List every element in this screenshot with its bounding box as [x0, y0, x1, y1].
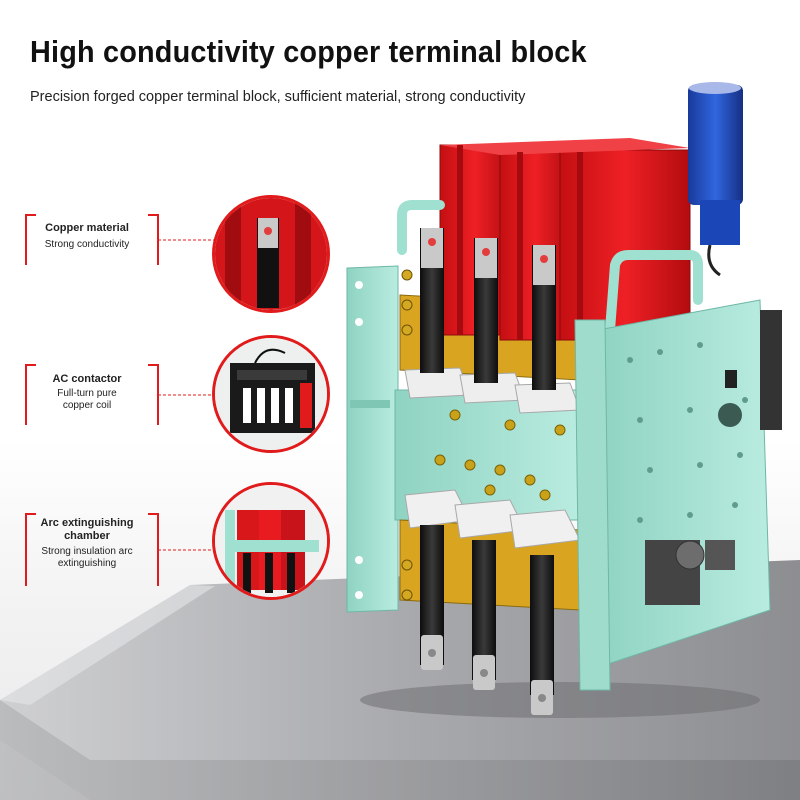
feature-bracket	[25, 513, 214, 586]
feature-title: Arc extinguishing chamber	[40, 517, 134, 542]
feature-description: Full-turn pure copper coil	[57, 388, 117, 411]
lower-copper-terminals	[420, 525, 554, 715]
feature-ac-contactor: AC contactor Full-turn pure copper coil	[22, 335, 342, 455]
breaker-shadow	[360, 682, 760, 718]
upper-copper-terminals	[420, 228, 556, 390]
circuit-breaker-illustration	[346, 82, 782, 718]
left-side-plate	[346, 265, 399, 613]
right-lift-handle	[605, 250, 703, 335]
page-subtitle: Precision forged copper terminal block, …	[30, 89, 526, 105]
left-lift-handle	[397, 200, 445, 255]
ac-contactor-detail-image	[212, 335, 330, 453]
gear-mechanism	[645, 540, 735, 605]
feature-title: Copper material	[45, 222, 129, 234]
lower-arc-chutes	[404, 489, 581, 549]
feature-copper-material: Copper material Strong conductivity	[22, 195, 342, 313]
feature-bracket	[25, 364, 214, 425]
feature-arc-chamber: Arc extinguishing chamber Strong insulat…	[22, 482, 342, 612]
feature-bracket	[25, 214, 214, 265]
feature-description: Strong conductivity	[44, 239, 130, 250]
copper-bar-detail-image	[212, 195, 330, 313]
right-side-plate	[597, 299, 771, 666]
arc-chamber-detail-image	[212, 482, 330, 600]
blue-motor	[688, 82, 743, 277]
feature-description: Strong insulation arc extinguishing	[41, 546, 133, 569]
feature-title: AC contactor	[52, 373, 122, 385]
page-title: High conductivity copper terminal block	[30, 34, 587, 69]
